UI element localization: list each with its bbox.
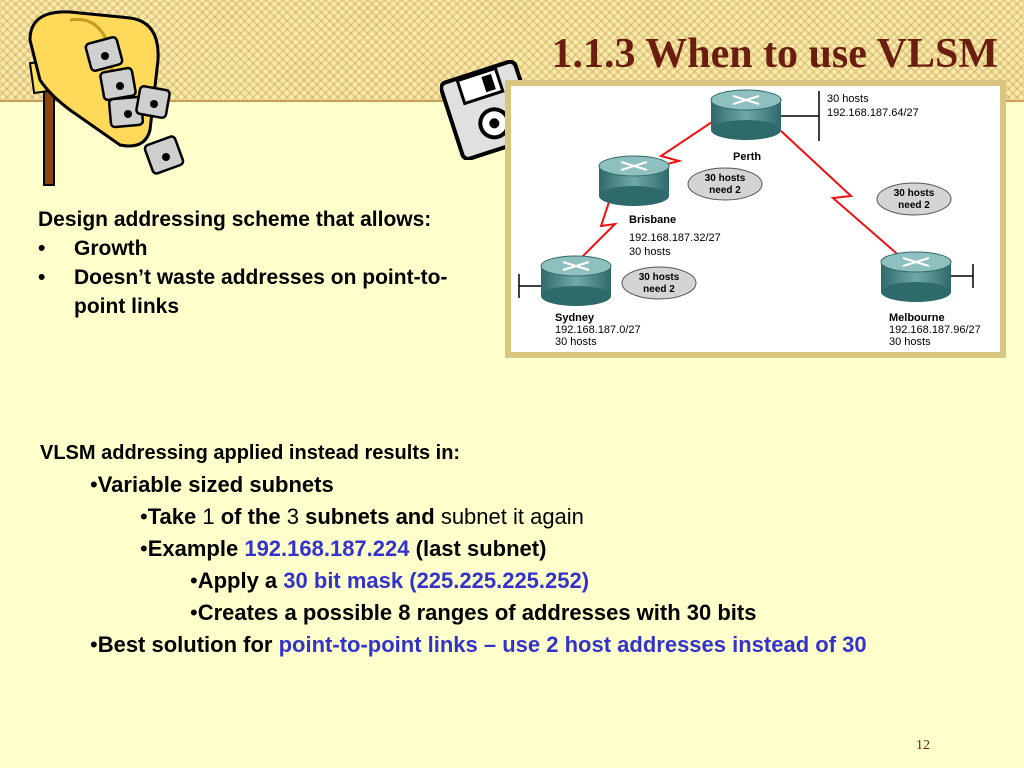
svg-text:need 2: need 2: [709, 185, 741, 196]
list-lead: Design addressing scheme that allows:: [38, 208, 432, 231]
link-label-brisbane-sydney: 30 hosts need 2: [621, 266, 697, 300]
router-perth-ip: 192.168.187.64/27: [827, 107, 919, 119]
design-requirements-list: Design addressing scheme that allows: • …: [38, 206, 488, 322]
list-item: •Example 192.168.187.224 (last subnet): [140, 536, 547, 561]
list-item: • Doesn’t waste addresses on point-to-po…: [38, 264, 488, 322]
list-item: •Take 1 of the 3 subnets and subnet it a…: [140, 504, 584, 529]
list-item: •Variable sized subnets: [90, 472, 334, 497]
results-heading: VLSM addressing applied instead results …: [40, 442, 461, 464]
list-item: •Apply a 30 bit mask (225.225.225.252): [190, 568, 590, 593]
bullet-icon: •: [140, 536, 148, 561]
router-brisbane-icon: [598, 155, 670, 206]
router-melbourne-icon: [880, 251, 952, 302]
header-band: [0, 0, 1024, 100]
svg-text:need 2: need 2: [643, 284, 675, 295]
bullet-icon: •: [38, 236, 46, 260]
list-item: •Creates a possible 8 ranges of addresse…: [190, 600, 757, 625]
router-melbourne-hosts: 30 hosts: [889, 336, 931, 348]
svg-text:30 hosts: 30 hosts: [894, 188, 935, 199]
slide-number: 12: [916, 738, 930, 753]
link-label-perth-melbourne: 30 hosts need 2: [876, 182, 952, 216]
router-perth-name: Perth: [733, 151, 761, 163]
bullet-icon: •: [190, 600, 198, 625]
router-brisbane-name: Brisbane: [629, 214, 676, 226]
router-sydney-icon: [540, 255, 612, 306]
wan-link-perth-melbourne: [780, 130, 912, 267]
router-brisbane-hosts: 30 hosts: [629, 246, 671, 258]
link-label-perth-brisbane: 30 hosts need 2: [687, 167, 763, 201]
bullet-icon: •: [90, 632, 98, 657]
wan-link-brisbane-sydney: [572, 195, 618, 267]
router-sydney-hosts: 30 hosts: [555, 336, 597, 348]
bullet-icon: •: [190, 568, 198, 593]
bullet-icon: •: [140, 504, 148, 529]
bullet-icon: •: [38, 265, 46, 289]
router-sydney-name: Sydney: [555, 312, 595, 324]
router-perth-hosts: 30 hosts: [827, 93, 869, 105]
svg-text:30 hosts: 30 hosts: [639, 272, 680, 283]
router-sydney-ip: 192.168.187.0/27: [555, 324, 641, 336]
router-melbourne-name: Melbourne: [889, 312, 945, 324]
mailbox-clipart: [10, 0, 190, 195]
list-item: • Growth: [38, 235, 488, 264]
router-perth-icon: [710, 89, 782, 140]
vlsm-results-list: VLSM addressing applied instead results …: [40, 442, 1000, 661]
router-brisbane-ip: 192.168.187.32/27: [629, 232, 721, 244]
list-item: •Best solution for point-to-point links …: [90, 632, 867, 657]
network-diagram: 30 hosts need 2 30 hosts need 2 30 hosts…: [505, 80, 1006, 358]
svg-text:30 hosts: 30 hosts: [705, 173, 746, 184]
svg-text:need 2: need 2: [898, 200, 930, 211]
bullet-icon: •: [90, 472, 98, 497]
router-melbourne-ip: 192.168.187.96/27: [889, 324, 981, 336]
page-title: 1.1.3 When to use VLSM: [551, 31, 998, 77]
